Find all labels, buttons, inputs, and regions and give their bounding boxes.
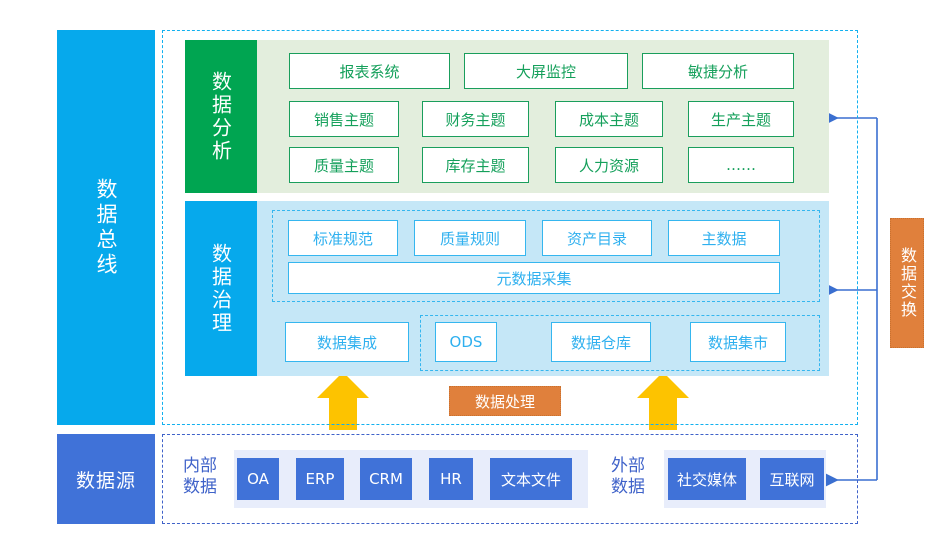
pipeline-item-ods[interactable]: ODS bbox=[435, 322, 497, 362]
external-data-label: 外部 数据 bbox=[611, 456, 645, 497]
analysis-item-inventory[interactable]: 库存主题 bbox=[422, 147, 529, 183]
data-source-rail: 数据源 bbox=[57, 434, 155, 524]
analysis-item-sales[interactable]: 销售主题 bbox=[289, 101, 399, 137]
data-analysis-label: 数据分析 bbox=[185, 40, 257, 193]
governance-standards-group bbox=[272, 210, 820, 302]
source-item-internet[interactable]: 互联网 bbox=[760, 458, 824, 500]
source-item-oa[interactable]: OA bbox=[237, 458, 279, 500]
governance-item-data-integration[interactable]: 数据集成 bbox=[285, 322, 409, 362]
source-item-erp[interactable]: ERP bbox=[296, 458, 344, 500]
analysis-item-report-system[interactable]: 报表系统 bbox=[289, 53, 450, 89]
governance-item-quality-rules[interactable]: 质量规则 bbox=[414, 220, 526, 256]
analysis-item-agile-analysis[interactable]: 敏捷分析 bbox=[642, 53, 794, 89]
governance-item-master-data[interactable]: 主数据 bbox=[668, 220, 780, 256]
data-governance-label: 数据治理 bbox=[185, 201, 257, 376]
data-governance-label-text: 数据治理 bbox=[208, 242, 233, 335]
governance-item-asset-catalog[interactable]: 资产目录 bbox=[542, 220, 652, 256]
data-processing-chip[interactable]: 数据处理 bbox=[449, 386, 561, 416]
data-analysis-label-text: 数据分析 bbox=[208, 70, 233, 163]
source-container bbox=[162, 434, 858, 524]
internal-data-label: 内部 数据 bbox=[183, 456, 217, 497]
platform-container bbox=[162, 30, 858, 425]
analysis-item-hr[interactable]: 人力资源 bbox=[555, 147, 663, 183]
source-item-crm[interactable]: CRM bbox=[360, 458, 412, 500]
data-exchange-chip[interactable]: 数据交换 bbox=[890, 218, 924, 348]
data-source-label: 数据源 bbox=[75, 469, 136, 492]
analysis-item-production[interactable]: 生产主题 bbox=[688, 101, 794, 137]
source-item-hr[interactable]: HR bbox=[429, 458, 473, 500]
analysis-item-cost[interactable]: 成本主题 bbox=[555, 101, 663, 137]
data-bus-rail: 数据总线 bbox=[57, 30, 155, 425]
analysis-item-more[interactable]: …… bbox=[688, 147, 794, 183]
source-item-text-file[interactable]: 文本文件 bbox=[490, 458, 572, 500]
source-item-social-media[interactable]: 社交媒体 bbox=[668, 458, 746, 500]
pipeline-item-data-warehouse[interactable]: 数据仓库 bbox=[551, 322, 651, 362]
governance-item-standards[interactable]: 标准规范 bbox=[288, 220, 398, 256]
governance-item-metadata-collection[interactable]: 元数据采集 bbox=[288, 262, 780, 294]
analysis-item-finance[interactable]: 财务主题 bbox=[422, 101, 529, 137]
data-warehouse-group bbox=[420, 315, 820, 371]
analysis-item-quality[interactable]: 质量主题 bbox=[289, 147, 399, 183]
pipeline-item-data-mart[interactable]: 数据集市 bbox=[690, 322, 786, 362]
analysis-item-big-screen[interactable]: 大屏监控 bbox=[464, 53, 628, 89]
data-bus-label: 数据总线 bbox=[94, 177, 118, 278]
